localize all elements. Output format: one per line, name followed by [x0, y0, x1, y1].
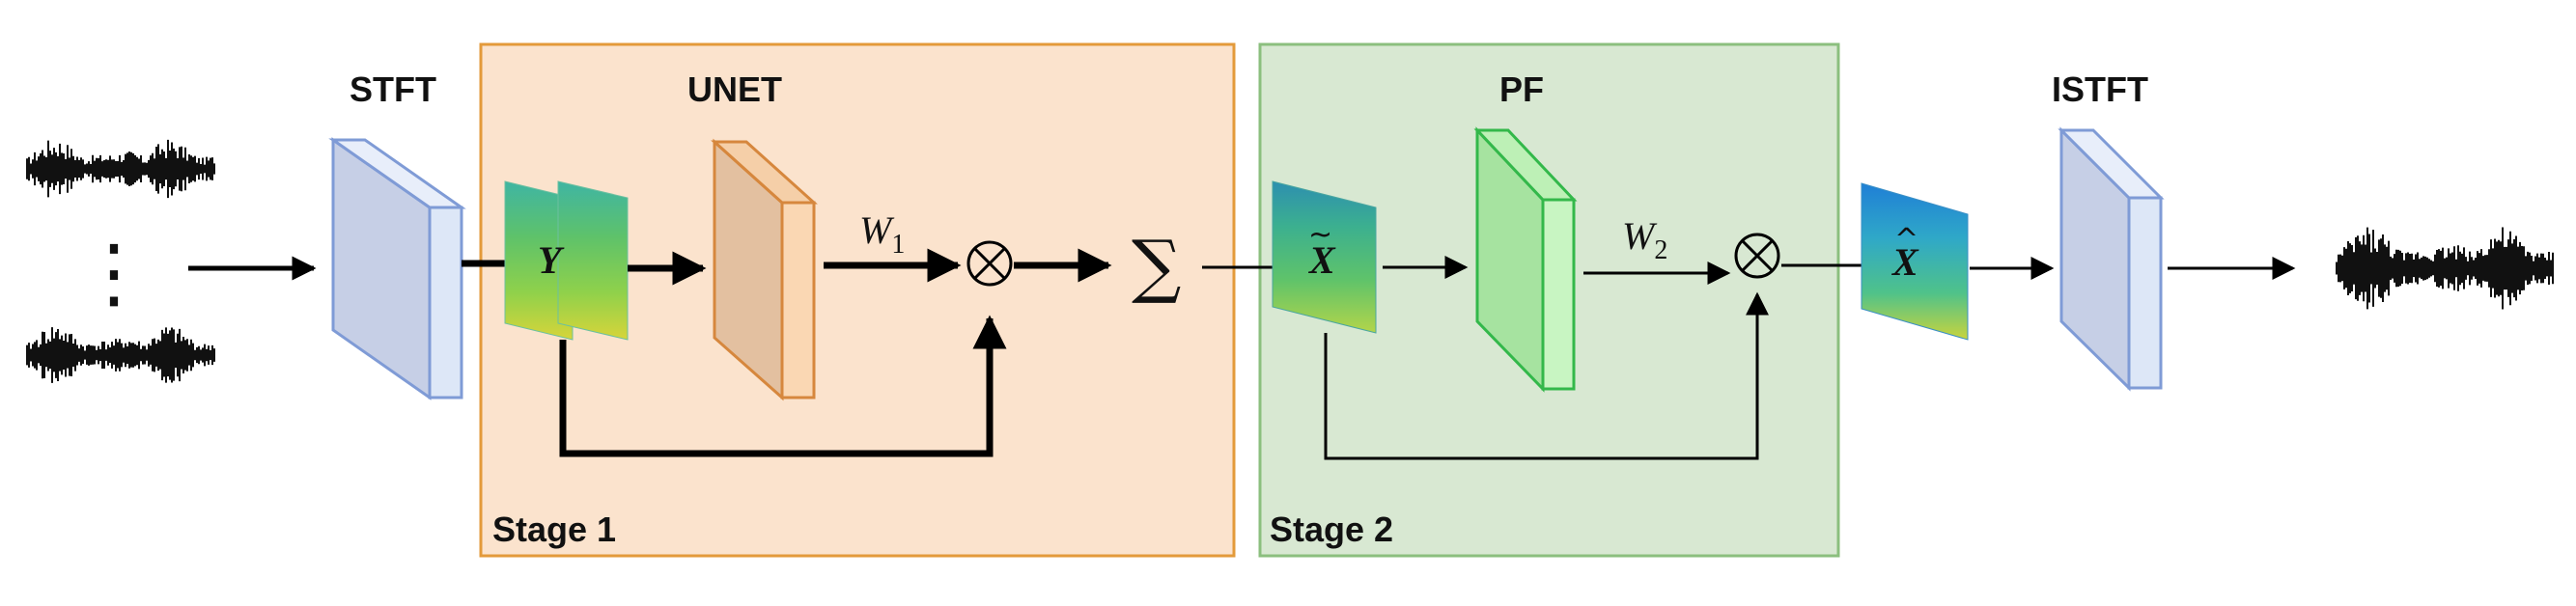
pf-label: PF [1499, 69, 1545, 109]
unet-label: UNET [687, 69, 782, 109]
spectrogram-y [504, 180, 629, 341]
stft-label: STFT [350, 69, 436, 109]
spectrogram-x-tilde [1272, 180, 1377, 334]
hat-mark: ^ [1894, 223, 1918, 257]
output-waveform [2336, 227, 2554, 310]
symbol-x-tilde: X [1307, 238, 1336, 282]
waveform-stroke [26, 327, 215, 383]
waveform-stroke [2336, 227, 2554, 310]
label-w2: W2 [1622, 214, 1667, 265]
vertical-ellipsis: ⋮ [75, 228, 153, 317]
label-w1: W1 [859, 208, 905, 260]
unet-block [711, 138, 818, 401]
stft-block [328, 137, 466, 400]
symbol-x-hat: X [1890, 240, 1919, 284]
input-waveform-bottom [26, 327, 215, 383]
multiply-operator-1 [966, 240, 1013, 287]
istft-label: ISTFT [2052, 69, 2148, 109]
symbol-y: Y [538, 238, 565, 282]
waveform-stroke [26, 139, 215, 199]
input-waveform-top [26, 139, 215, 199]
sum-operator: ∑ [1132, 225, 1181, 306]
spectrogram-x-hat [1861, 182, 1969, 341]
skip-connection-stage2 [1324, 291, 1769, 460]
stage1-label: Stage 1 [492, 510, 617, 549]
tilde-mark: ~ [1308, 218, 1332, 252]
multiply-operator-2 [1734, 233, 1780, 279]
istft-block [2058, 126, 2165, 392]
stage2-label: Stage 2 [1270, 510, 1394, 549]
skip-connection-stage1 [559, 315, 1007, 457]
pf-block [1473, 126, 1578, 393]
